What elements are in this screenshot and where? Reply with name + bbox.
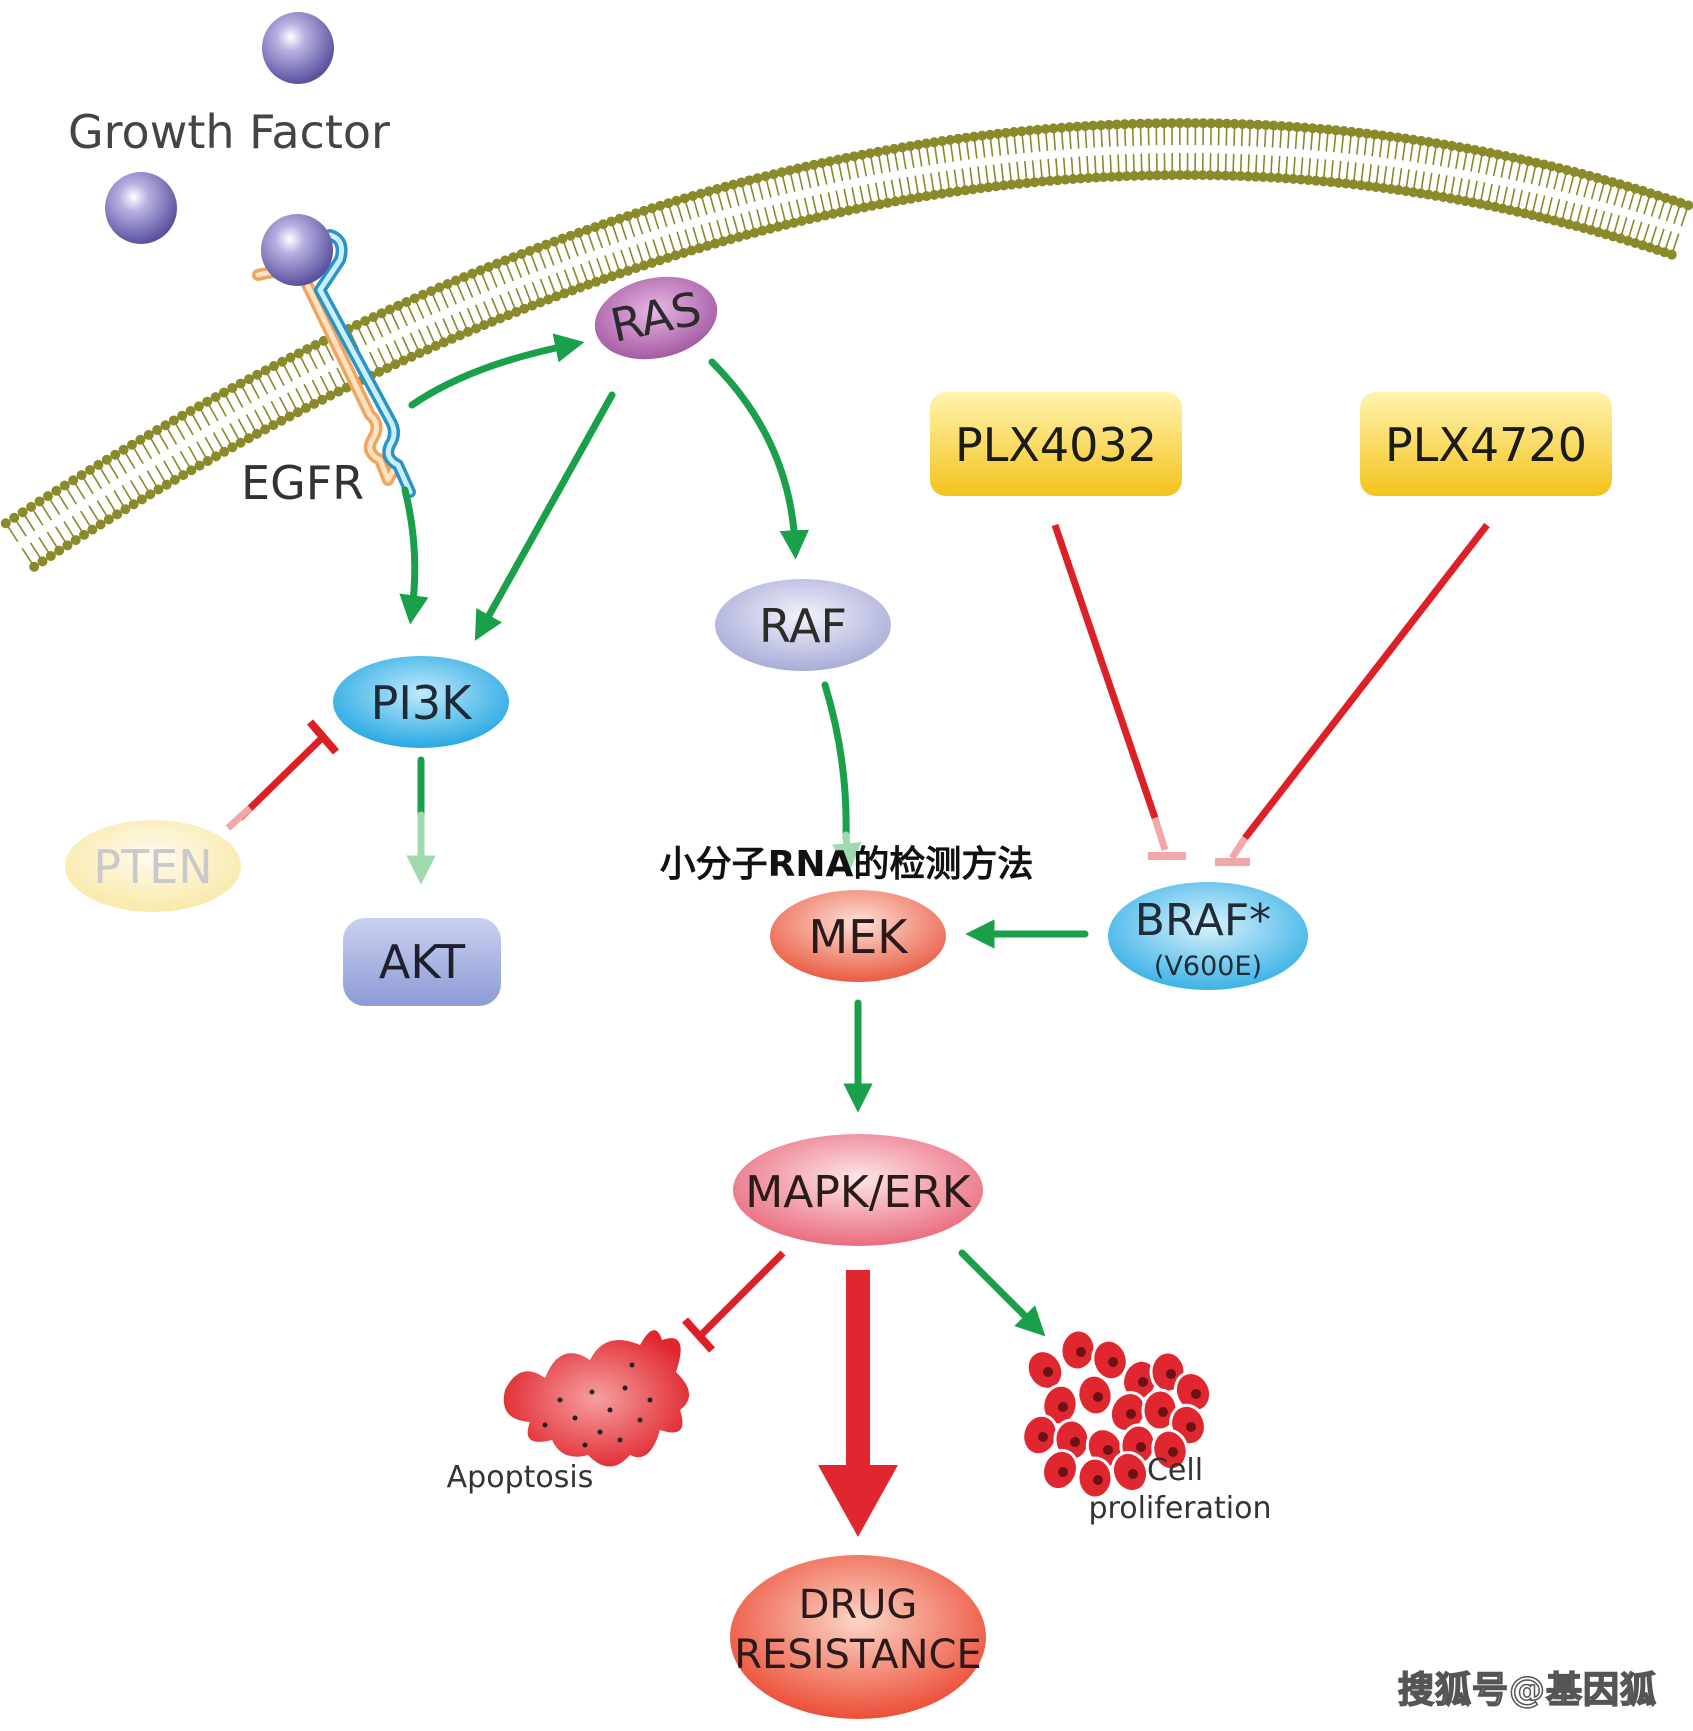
- resistance-label: RESISTANCE: [734, 1632, 981, 1678]
- overlay-caption: 小分子RNA的检测方法: [659, 844, 1034, 885]
- drug-label: DRUG: [799, 1582, 918, 1628]
- pten-label: PTEN: [93, 840, 212, 894]
- cell-membrane: [0, 118, 1693, 572]
- raf-node: RAF: [715, 579, 891, 671]
- cell-label: Cell: [1147, 1453, 1203, 1488]
- inhibit-plx4032-to-braf: [1051, 523, 1159, 820]
- arrow-ras-to-raf: [708, 358, 809, 560]
- braf-node: BRAF* (V600E): [1108, 882, 1308, 990]
- cell-proliferation-icon: [1021, 1328, 1213, 1500]
- arrow-mapk-to-proliferation: [958, 1249, 1046, 1337]
- pten-node: PTEN: [65, 820, 241, 912]
- growth-factor-molecule: [261, 214, 333, 286]
- ras-node: RAS: [594, 276, 718, 360]
- plx4032-label: PLX4032: [955, 418, 1157, 472]
- mek-node: MEK: [770, 890, 946, 982]
- growth-factor-molecule: [262, 12, 334, 84]
- raf-label: RAF: [759, 599, 847, 653]
- mapk-erk-label: MAPK/ERK: [745, 1167, 972, 1218]
- arrow-mapk-to-drug-resistance: [818, 1270, 898, 1537]
- apoptosis-label: Apoptosis: [447, 1460, 594, 1495]
- pi3k-node: PI3K: [333, 656, 509, 748]
- mek-label: MEK: [809, 910, 910, 964]
- pi3k-label: PI3K: [371, 676, 474, 730]
- egfr-label: EGFR: [241, 456, 364, 510]
- plx4032-box: PLX4032: [930, 392, 1182, 496]
- drug-resistance-node: DRUG RESISTANCE: [730, 1555, 986, 1719]
- growth-factor-molecule: [105, 172, 177, 244]
- akt-label: AKT: [379, 935, 466, 989]
- apoptosis-cell-icon: [503, 1330, 690, 1467]
- arrow-raf-to-mek: [821, 681, 850, 842]
- plx4720-label: PLX4720: [1385, 418, 1587, 472]
- arrow-ras-to-pi3k: [474, 391, 616, 641]
- proliferation-label: proliferation: [1089, 1491, 1272, 1526]
- arrow-egfr-to-ras: [408, 333, 585, 409]
- braf-mutation-label: (V600E): [1154, 951, 1262, 982]
- plx4720-box: PLX4720: [1360, 392, 1612, 496]
- akt-node: AKT: [343, 918, 501, 1006]
- arrow-egfr-to-pi3k: [399, 486, 429, 625]
- inhibit-mapk-to-apoptosis: [697, 1250, 786, 1339]
- growth-factor-label: Growth Factor: [68, 105, 390, 159]
- braf-label: BRAF*: [1135, 895, 1271, 946]
- mapk-erk-node: MAPK/ERK: [733, 1134, 983, 1246]
- watermark: 搜狐号@基因狐: [1397, 1669, 1657, 1712]
- inhibit-pten-to-pi3k: [237, 735, 325, 821]
- inhibit-plx4720-to-braf: [1242, 522, 1490, 841]
